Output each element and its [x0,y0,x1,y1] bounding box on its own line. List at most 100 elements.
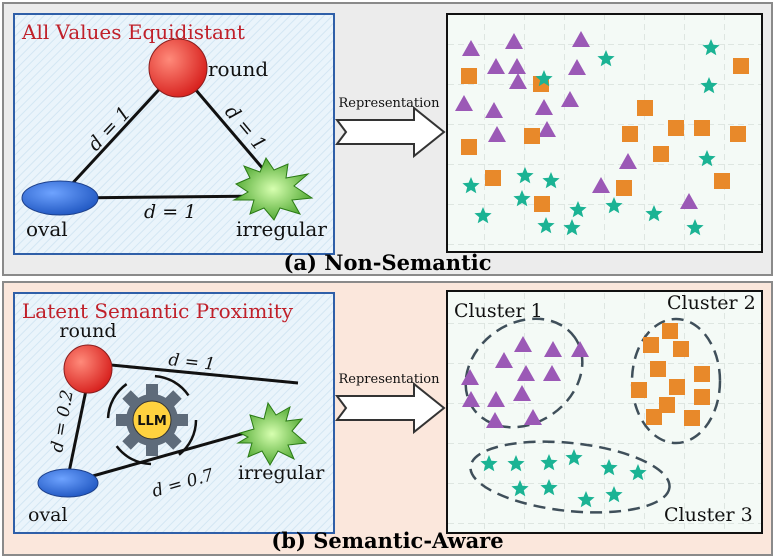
irregular-label-b: irregular [238,462,325,484]
triangle-marker [571,341,589,357]
square-marker [461,68,477,84]
triangle-marker [509,73,527,89]
round-shape-a [148,38,208,98]
triangle-marker [487,391,505,407]
triangle-marker [538,121,556,137]
edge-top-b [89,361,299,385]
cluster-2-outline [630,317,722,445]
square-marker [646,409,662,425]
irregular-shape-a [232,156,314,221]
square-marker [659,397,675,413]
star-marker [542,172,560,189]
triangle-marker [485,102,503,118]
representation-arrow-b [335,381,446,435]
triangle-marker [514,336,532,352]
triangle-marker [513,385,531,401]
triangle-marker [462,40,480,56]
star-marker [600,459,618,476]
star-marker [511,480,529,497]
triangle-marker [680,193,698,209]
square-marker [694,366,710,382]
star-marker [605,486,623,503]
edge-bottom-b [67,425,267,485]
triangle-marker [535,99,553,115]
star-marker [702,39,720,56]
square-marker [485,170,501,186]
irregular-label-a: irregular [236,217,327,241]
square-marker [534,196,550,212]
star-marker [507,455,525,472]
square-marker [616,180,632,196]
llm-gear-icon: LLM [106,374,198,466]
star-marker [605,197,623,214]
triangle-marker [543,365,561,381]
representation-label-b: Representation [338,372,440,387]
triangle-marker [592,177,610,193]
star-marker [700,77,718,94]
edge-bottom-label-a: d = 1 [144,201,196,223]
square-marker [631,382,647,398]
triangle-marker [561,91,579,107]
triangle-marker [455,95,473,111]
caption-b: (b) Semantic-Aware [271,528,504,553]
edge-bottom-a [69,194,273,200]
square-marker [662,323,678,339]
triangle-marker [486,412,504,428]
star-marker [462,177,480,194]
square-marker [637,100,653,116]
square-marker [673,341,689,357]
triangle-marker [488,126,506,142]
oval-shape-b [37,468,99,498]
square-marker [669,379,685,395]
representation-arrow-a [335,105,446,159]
star-marker [537,217,555,234]
cluster-1-outline [464,317,584,429]
triangle-marker [568,59,586,75]
star-marker [474,207,492,224]
star-marker [540,454,558,471]
triangle-marker [544,341,562,357]
star-marker [540,479,558,496]
round-label-a: round [208,57,268,81]
cluster-3-outline [469,440,671,514]
star-marker [698,150,716,167]
square-marker [650,361,666,377]
cluster-2-label: Cluster 2 [667,292,756,314]
square-marker [653,146,669,162]
square-marker [461,139,477,155]
panel-semantic-aware: Latent Semantic Proximity [2,281,773,556]
oval-label-a: oval [26,217,68,241]
triangle-marker [572,31,590,47]
star-marker [480,455,498,472]
square-marker [694,389,710,405]
scatter-markers-b [461,323,710,508]
triangle-marker [461,369,479,385]
triangle-marker [487,58,505,74]
triangle-marker [508,58,526,74]
scatter-grid-b [446,290,763,534]
caption-a: (a) Non-Semantic [283,250,492,275]
triangle-marker [505,33,523,49]
triangle-marker [517,365,535,381]
triangle-marker [462,391,480,407]
round-label-b: round [59,320,116,342]
star-marker [516,167,534,184]
edge-top-label-b: d = 1 [167,350,216,375]
square-marker [684,410,700,426]
round-shape-b [63,344,113,394]
square-marker [733,58,749,74]
star-marker [565,449,583,466]
star-marker [535,70,553,87]
star-marker [686,219,704,236]
llm-label: LLM [137,414,167,429]
oval-shape-a [21,180,99,216]
panel-a-title: All Values Equidistant [21,20,245,44]
panel-b-canvas: Latent Semantic Proximity [13,290,763,534]
square-marker [668,120,684,136]
irregular-shape-b [236,401,308,467]
panel-b-title: Latent Semantic Proximity [22,299,294,323]
cluster-3-label: Cluster 3 [664,504,753,526]
triangle-marker [495,352,513,368]
triangle-marker [619,153,637,169]
